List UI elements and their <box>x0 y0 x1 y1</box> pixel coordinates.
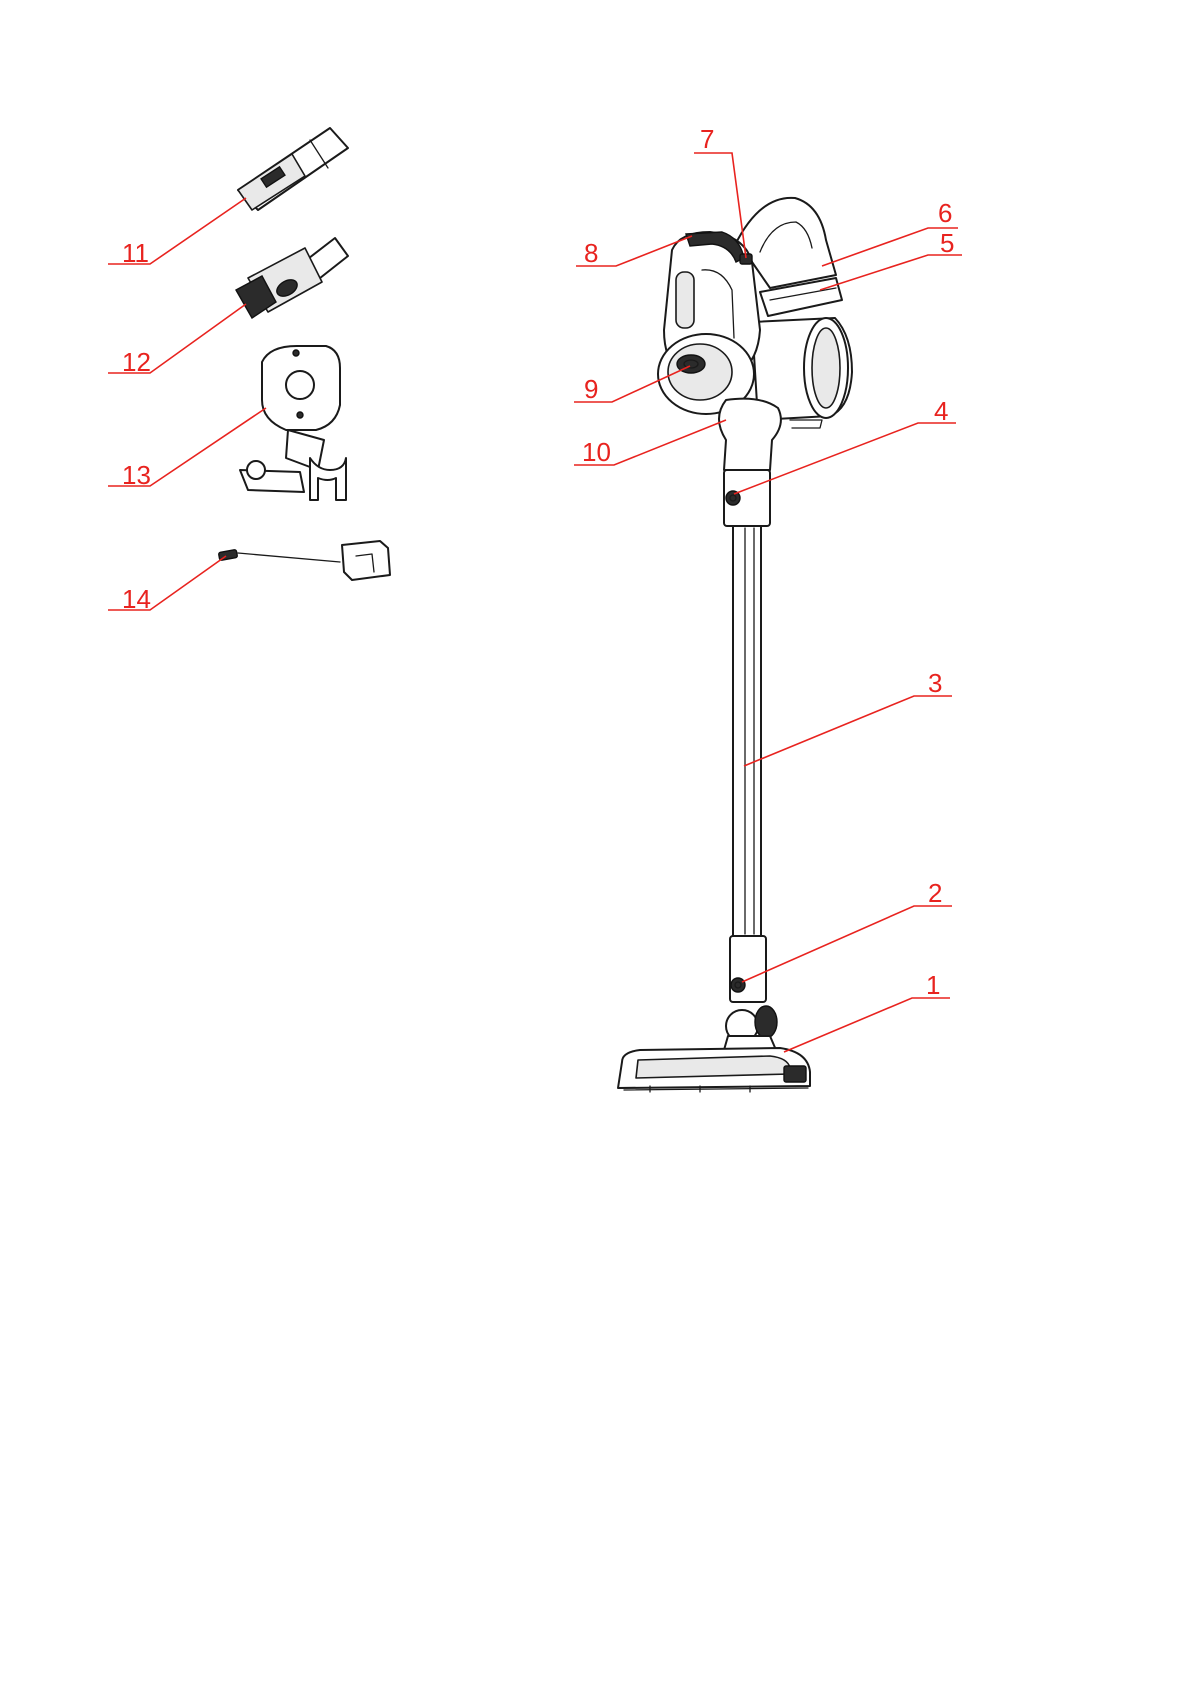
callout-3: 3 <box>928 668 942 698</box>
leader-1 <box>784 998 950 1052</box>
callout-14: 14 <box>122 584 151 614</box>
leader-6 <box>822 228 958 266</box>
callout-11: 11 <box>122 238 149 268</box>
crevice-tool-illustration <box>238 128 348 210</box>
callout-8: 8 <box>584 238 598 268</box>
callout-6: 6 <box>938 198 952 228</box>
callout-4: 4 <box>934 396 948 426</box>
vacuum-illustration <box>618 198 852 1092</box>
callout-12: 12 <box>122 347 151 377</box>
callout-13: 13 <box>122 460 151 490</box>
dusting-brush-illustration <box>236 238 348 318</box>
callout-9: 9 <box>584 374 598 404</box>
callout-5: 5 <box>940 228 954 258</box>
leader-2 <box>742 906 952 982</box>
leader-3 <box>744 696 952 766</box>
callout-1: 1 <box>926 970 940 1000</box>
charger-illustration <box>218 541 390 580</box>
callout-7: 7 <box>700 124 714 154</box>
wall-bracket-illustration <box>240 346 346 500</box>
leader-5 <box>820 255 962 290</box>
callout-2: 2 <box>928 878 942 908</box>
callout-10: 10 <box>582 437 611 467</box>
